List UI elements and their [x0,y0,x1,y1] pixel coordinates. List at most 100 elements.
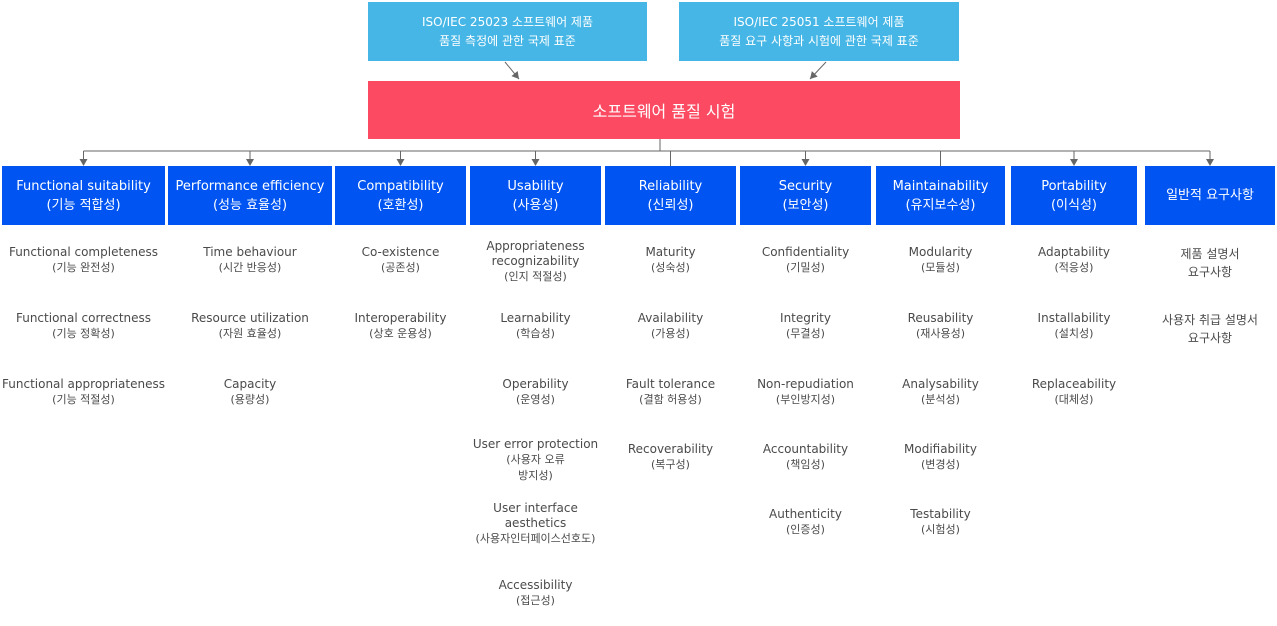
item-korean-label: (결함 허용성) [639,393,702,406]
category-header: 일반적 요구사항 [1145,166,1275,225]
item-korean-label: (운영성) [516,393,555,406]
item-label: 요구사항 [1187,265,1233,279]
category-korean-name: (기능 적합성) [46,197,121,213]
category-korean-name: (사용성) [512,197,559,213]
iso-25051-line2: 품질 요구 사항과 시험에 관한 국제 표준 [719,33,919,48]
quality-characteristic-item: Accountability(책임성) [732,442,879,473]
item-korean-label: (적응성) [1054,261,1094,274]
item-label: User error protection [472,437,599,451]
item-label: Analysability [902,377,979,391]
item-korean-label: (공존성) [381,261,420,274]
item-label: Installability [1037,311,1111,325]
item-label: aesthetics [504,516,567,530]
item-label: Availability [637,311,704,325]
quality-characteristic-item: Capacity (용량성) [160,377,340,408]
item-korean-label: (시험성) [921,523,960,536]
quality-characteristic-item: Time behaviour (시간 반응성) [160,245,340,276]
item-label: Accountability [762,442,849,456]
category-korean-name: (유지보수성) [905,197,976,213]
item-label: Functional appropriateness [2,377,165,391]
category-name: Maintainability [892,178,989,194]
item-korean-label: (무결성) [786,327,825,340]
item-korean-label: (사용자인터페이스선호도) [475,532,596,545]
quality-characteristic-item: Authenticity(인증성) [732,507,879,538]
item-korean-label: (모듈성) [921,261,960,274]
quality-characteristic-item: Maturity(성숙성) [597,245,744,276]
branch-arrow-head [396,159,405,166]
item-label: Modifiability [904,442,977,456]
category-header: Portability(이식성) [1011,166,1137,225]
quality-characteristic-item: Functional completeness(기능 완전성) [0,245,173,276]
item-label: Confidentiality [761,245,850,259]
item-label: Authenticity [769,507,842,521]
category-korean-name: (신뢰성) [647,197,694,213]
category-header: Usability (사용성) [470,166,601,225]
quality-characteristic-item: Resource utilization(자원 효율성) [160,311,340,342]
item-korean-label: (복구성) [651,458,690,471]
item-korean-label: (시간 반응성) [218,261,282,274]
quality-characteristic-item: Operability(운영성) [462,377,609,408]
item-korean-label: (가용성) [651,327,690,340]
category-name: Portability [1041,178,1107,194]
item-label: Capacity [223,377,277,391]
item-label: Modularity [908,245,973,259]
quality-characteristic-item: Accessibility (접근성) [462,578,609,609]
category-name: Compatibility [357,178,444,194]
item-korean-label: (학습성) [516,327,555,340]
item-korean-label: (설치성) [1054,327,1094,340]
category-name: Security [778,178,833,194]
branch-arrow-head [1206,159,1214,166]
category-korean-name: (보안성) [782,197,829,213]
category-name: Performance efficiency [175,178,325,194]
quality-characteristic-item: Fault tolerance(결함 허용성) [597,377,744,408]
iso-25023-arrow-head [511,71,519,79]
quality-characteristic-item: Reusability(재사용성) [868,311,1013,342]
category-header: Maintainability (유지보수성) [876,166,1005,225]
category-name: Functional suitability [16,178,151,194]
branch-arrow-head [801,159,810,166]
item-label: Accessibility [498,578,573,592]
quality-characteristic-item: Functional correctness(기능 정확성) [0,311,173,342]
quality-characteristic-item: Recoverability (복구성) [597,442,744,473]
category-header: Security (보안성) [740,166,871,225]
quality-characteristic-item: Replaceability (대체성) [1003,377,1145,408]
category-header: Reliability (신뢰성) [605,166,736,225]
quality-characteristic-item: Integrity (무결성) [732,311,879,342]
item-label: Appropriateness [486,239,585,253]
item-korean-label: (변경성) [921,458,960,471]
item-korean-label: (대체성) [1054,393,1094,406]
category-header: Functional suitability (기능 적합성) [2,166,165,225]
category-name: Reliability [638,178,703,194]
item-label: Time behaviour [203,245,297,259]
category-name: 일반적 요구사항 [1166,188,1254,203]
item-korean-label: (자원 효율성) [218,327,282,340]
item-korean-label: (접근성) [516,594,555,607]
iso-25051-line1: ISO/IEC 25051 소프트웨어 제품 [733,14,905,29]
item-label: 요구사항 [1187,331,1233,345]
item-label: Co-existence [361,245,440,259]
item-label: Functional correctness [15,311,152,325]
quality-characteristic-item: Installability (설치성) [1003,311,1145,342]
category-name: Usability [507,178,564,194]
item-label: Integrity [780,311,831,325]
branch-arrow-head [246,159,254,166]
item-korean-label: (기능 적절성) [52,393,115,406]
iso-25051-arrow-head [810,71,818,79]
quality-characteristic-item: Modularity (모듈성) [868,245,1013,276]
item-korean-label: (용량성) [230,393,270,406]
item-label: Recoverability [627,442,714,456]
quality-characteristic-item: Interoperability(상호 운용성) [327,311,474,342]
quality-characteristic-item: Availability (가용성) [597,311,744,342]
item-korean-label: (기능 완전성) [52,261,115,274]
iso-25051-box: ISO/IEC 25051 소프트웨어 제품 품질 요구 사항과 시험에 관한 … [679,2,959,61]
quality-characteristic-item: Non-repudiation(부인방지성) [732,377,879,408]
item-korean-label: (기밀성) [786,261,825,274]
item-label: 사용자 취급 설명서 [1162,313,1258,327]
item-label: Replaceability [1031,377,1117,391]
item-label: Reusability [907,311,974,325]
